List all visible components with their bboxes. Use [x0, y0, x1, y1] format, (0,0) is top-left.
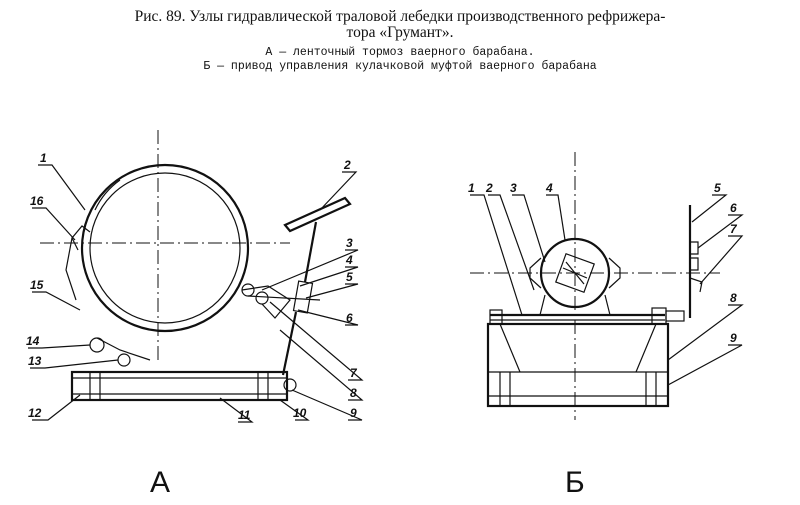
a-base-frame	[70, 370, 289, 402]
a-leader-13	[30, 359, 119, 369]
a-lever-arm	[247, 295, 321, 301]
b-label-4: 4	[545, 181, 553, 195]
a-label-15: 15	[30, 278, 44, 292]
b-leader-5	[691, 194, 728, 223]
b-label-9: 9	[730, 331, 737, 345]
b-leader-4	[546, 194, 566, 241]
caption-line-1: Рис. 89. Узлы гидравлической траловой ле…	[134, 8, 666, 25]
b-frame-braces	[499, 323, 657, 373]
caption-line-2: тора «Грумант».	[346, 24, 454, 41]
a-handwheel	[283, 196, 352, 233]
a-band-lower	[65, 237, 77, 301]
a-leader-5	[305, 283, 359, 299]
a-screw-upper	[303, 221, 318, 283]
a-leader-16	[32, 207, 76, 241]
b-handle-bracket	[689, 277, 703, 293]
a-band-end	[94, 179, 121, 211]
b-bearing-left	[489, 309, 503, 325]
a-title: А	[150, 466, 170, 499]
a-label-13: 13	[28, 354, 42, 368]
caption-line-4: Б — привод управления кулачковой муфтой …	[203, 60, 597, 73]
a-leader-4	[299, 266, 359, 287]
b-label-7: 7	[730, 222, 738, 236]
a-label-11: 11	[238, 408, 251, 422]
b-leader-9	[667, 344, 743, 386]
caption-line-3: А — ленточный тормоз ваерного барабана.	[265, 46, 535, 59]
b-square-shaft	[555, 253, 595, 293]
b-leader-8	[667, 304, 744, 361]
b-label-1: 1	[468, 181, 475, 195]
a-label-1: 1	[40, 151, 47, 165]
a-label-2: 2	[343, 158, 351, 172]
a-pivot-7	[255, 291, 269, 305]
b-drum	[539, 237, 611, 309]
b-leader-2	[488, 194, 535, 291]
b-label-8: 8	[730, 291, 737, 305]
a-drum	[89, 172, 241, 324]
a-leader-3	[261, 249, 359, 291]
a-leader-12	[32, 394, 81, 421]
a-label-3: 3	[346, 236, 353, 250]
a-label-9: 9	[350, 406, 357, 420]
a-label-12: 12	[28, 406, 42, 420]
b-title: Б	[565, 466, 585, 499]
a-label-14: 14	[26, 334, 40, 348]
a-leader-7	[269, 301, 364, 381]
a-pivot-10	[283, 378, 297, 392]
a-label-8: 8	[350, 386, 357, 400]
b-supports	[539, 294, 611, 316]
b-cam-left	[529, 257, 542, 289]
b-frame	[486, 322, 670, 408]
a-leader-9	[291, 389, 363, 421]
a-label-5: 5	[346, 270, 353, 284]
b-leader-6	[697, 214, 744, 249]
figure-b-clutch-drive: 1 2 3 4 5 6 7 8 9 Б	[468, 152, 744, 499]
figure-a-brake: 1 2 3 4 5 6 7 8 9 10 11 12 13 14 15 16 А	[26, 130, 364, 499]
b-leader-1	[470, 194, 523, 316]
a-lever	[241, 285, 291, 319]
a-leader-2	[319, 171, 358, 211]
a-label-6: 6	[346, 311, 353, 325]
b-leader-3	[512, 194, 546, 263]
a-leader-15	[32, 291, 81, 311]
a-label-10: 10	[293, 406, 307, 420]
a-leader-14	[28, 344, 91, 349]
b-cam-right	[608, 257, 621, 289]
a-leader-11	[219, 397, 254, 423]
a-base-stiffeners	[89, 372, 269, 400]
a-band-tip	[71, 225, 91, 251]
a-label-16: 16	[30, 194, 44, 208]
a-nut	[292, 280, 314, 314]
b-coupling	[665, 310, 685, 322]
a-leader-1	[38, 164, 86, 211]
b-label-3: 3	[510, 181, 517, 195]
a-leader-10	[279, 399, 310, 421]
b-shaft-hatch-2	[565, 261, 585, 285]
a-screw-lower	[281, 311, 298, 376]
a-label-7: 7	[350, 366, 358, 380]
b-frame-stiffeners	[499, 372, 657, 406]
a-leader-6	[297, 309, 359, 326]
b-label-5: 5	[714, 181, 721, 195]
b-leader-7	[699, 235, 744, 285]
b-label-2: 2	[485, 181, 493, 195]
b-handle-catch	[690, 241, 699, 271]
a-lower-link	[96, 337, 151, 361]
b-label-6: 6	[730, 201, 737, 215]
a-label-4: 4	[345, 253, 353, 267]
a-brake-band	[80, 163, 250, 333]
a-leader-8	[279, 329, 364, 401]
a-pivot-13	[117, 353, 131, 367]
